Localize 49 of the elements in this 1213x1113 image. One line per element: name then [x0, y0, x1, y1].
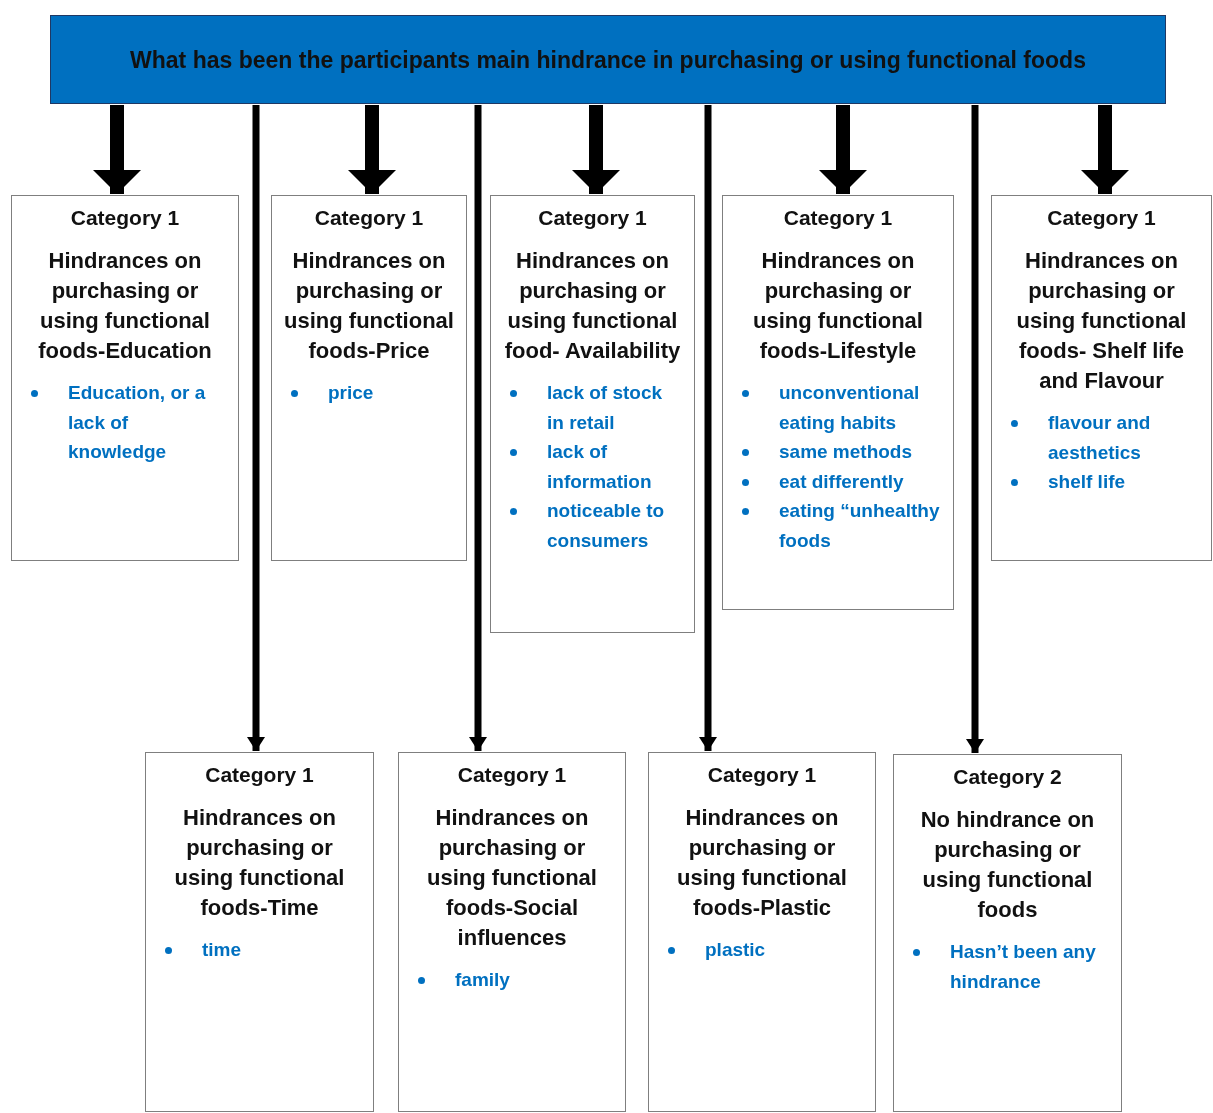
category-description: Hindrances on purchasing or using functional food- Availability [503, 247, 682, 365]
category-description: Hindrances on purchasing or using functional foods-Time [173, 804, 346, 922]
category-box [893, 754, 1122, 1112]
category-heading: Category 1 [313, 205, 425, 231]
arrow [247, 105, 265, 751]
category-heading: Category 1 [706, 762, 818, 788]
category-description: Hindrances on purchasing or using functional foods-Price [284, 247, 454, 365]
bullet-item: same methods [779, 440, 914, 464]
category-heading: Category 1 [782, 205, 894, 231]
arrow [699, 105, 717, 751]
arrow [348, 105, 396, 194]
category-description: No hindrance on purchasing or using functional foods [919, 806, 1096, 924]
bullet-item: noticeable to consumers [547, 499, 666, 553]
category-box [145, 752, 374, 1112]
arrow [819, 105, 867, 194]
category-description: Hindrances on purchasing or using functional foods-Lifestyle [752, 247, 924, 365]
category-box [490, 195, 695, 633]
category-heading: Category 1 [537, 205, 648, 231]
category-heading: Category 1 [456, 762, 568, 788]
bullet-item: eat differently [779, 469, 905, 494]
category-description: Hindrances on purchasing or using functional foods-Social influences [426, 804, 598, 952]
arrow [93, 105, 141, 194]
bullet-item: Hasn’t been any hindrance [950, 940, 1097, 994]
question-banner [50, 15, 1166, 104]
arrow [469, 105, 487, 751]
category-heading: Category 1 [204, 762, 315, 788]
category-description: Hindrances on purchasing or using functional foods-Education [37, 247, 213, 365]
category-description: Hindrances on purchasing or using functional foods- Shelf life and Flavour [1015, 247, 1188, 395]
arrow [572, 105, 620, 194]
category-box [398, 752, 626, 1112]
bullet-item: shelf life [1048, 470, 1127, 494]
arrow [1081, 105, 1129, 194]
category-heading: Category 2 [952, 764, 1063, 790]
bullet-item: Education, or a lack of knowledge [68, 381, 207, 464]
category-description: Hindrances on purchasing or using functional foods-Plastic [676, 804, 848, 922]
bullet-item: family [455, 968, 511, 992]
category-box [11, 195, 239, 561]
category-heading: Category 1 [69, 205, 181, 231]
category-box [991, 195, 1212, 561]
bullet-item: eating “unhealthy foods [779, 499, 941, 553]
bullet-item: plastic [705, 938, 767, 962]
category-box [648, 752, 876, 1112]
question-title: What has been the participants main hindrance in purchasing or using functional foods [129, 45, 1087, 75]
category-box [271, 195, 467, 561]
bullet-item: time [202, 938, 243, 962]
category-box [722, 195, 954, 610]
category-heading: Category 1 [1046, 205, 1157, 231]
arrow [966, 105, 984, 753]
bullet-item: price [328, 381, 375, 405]
